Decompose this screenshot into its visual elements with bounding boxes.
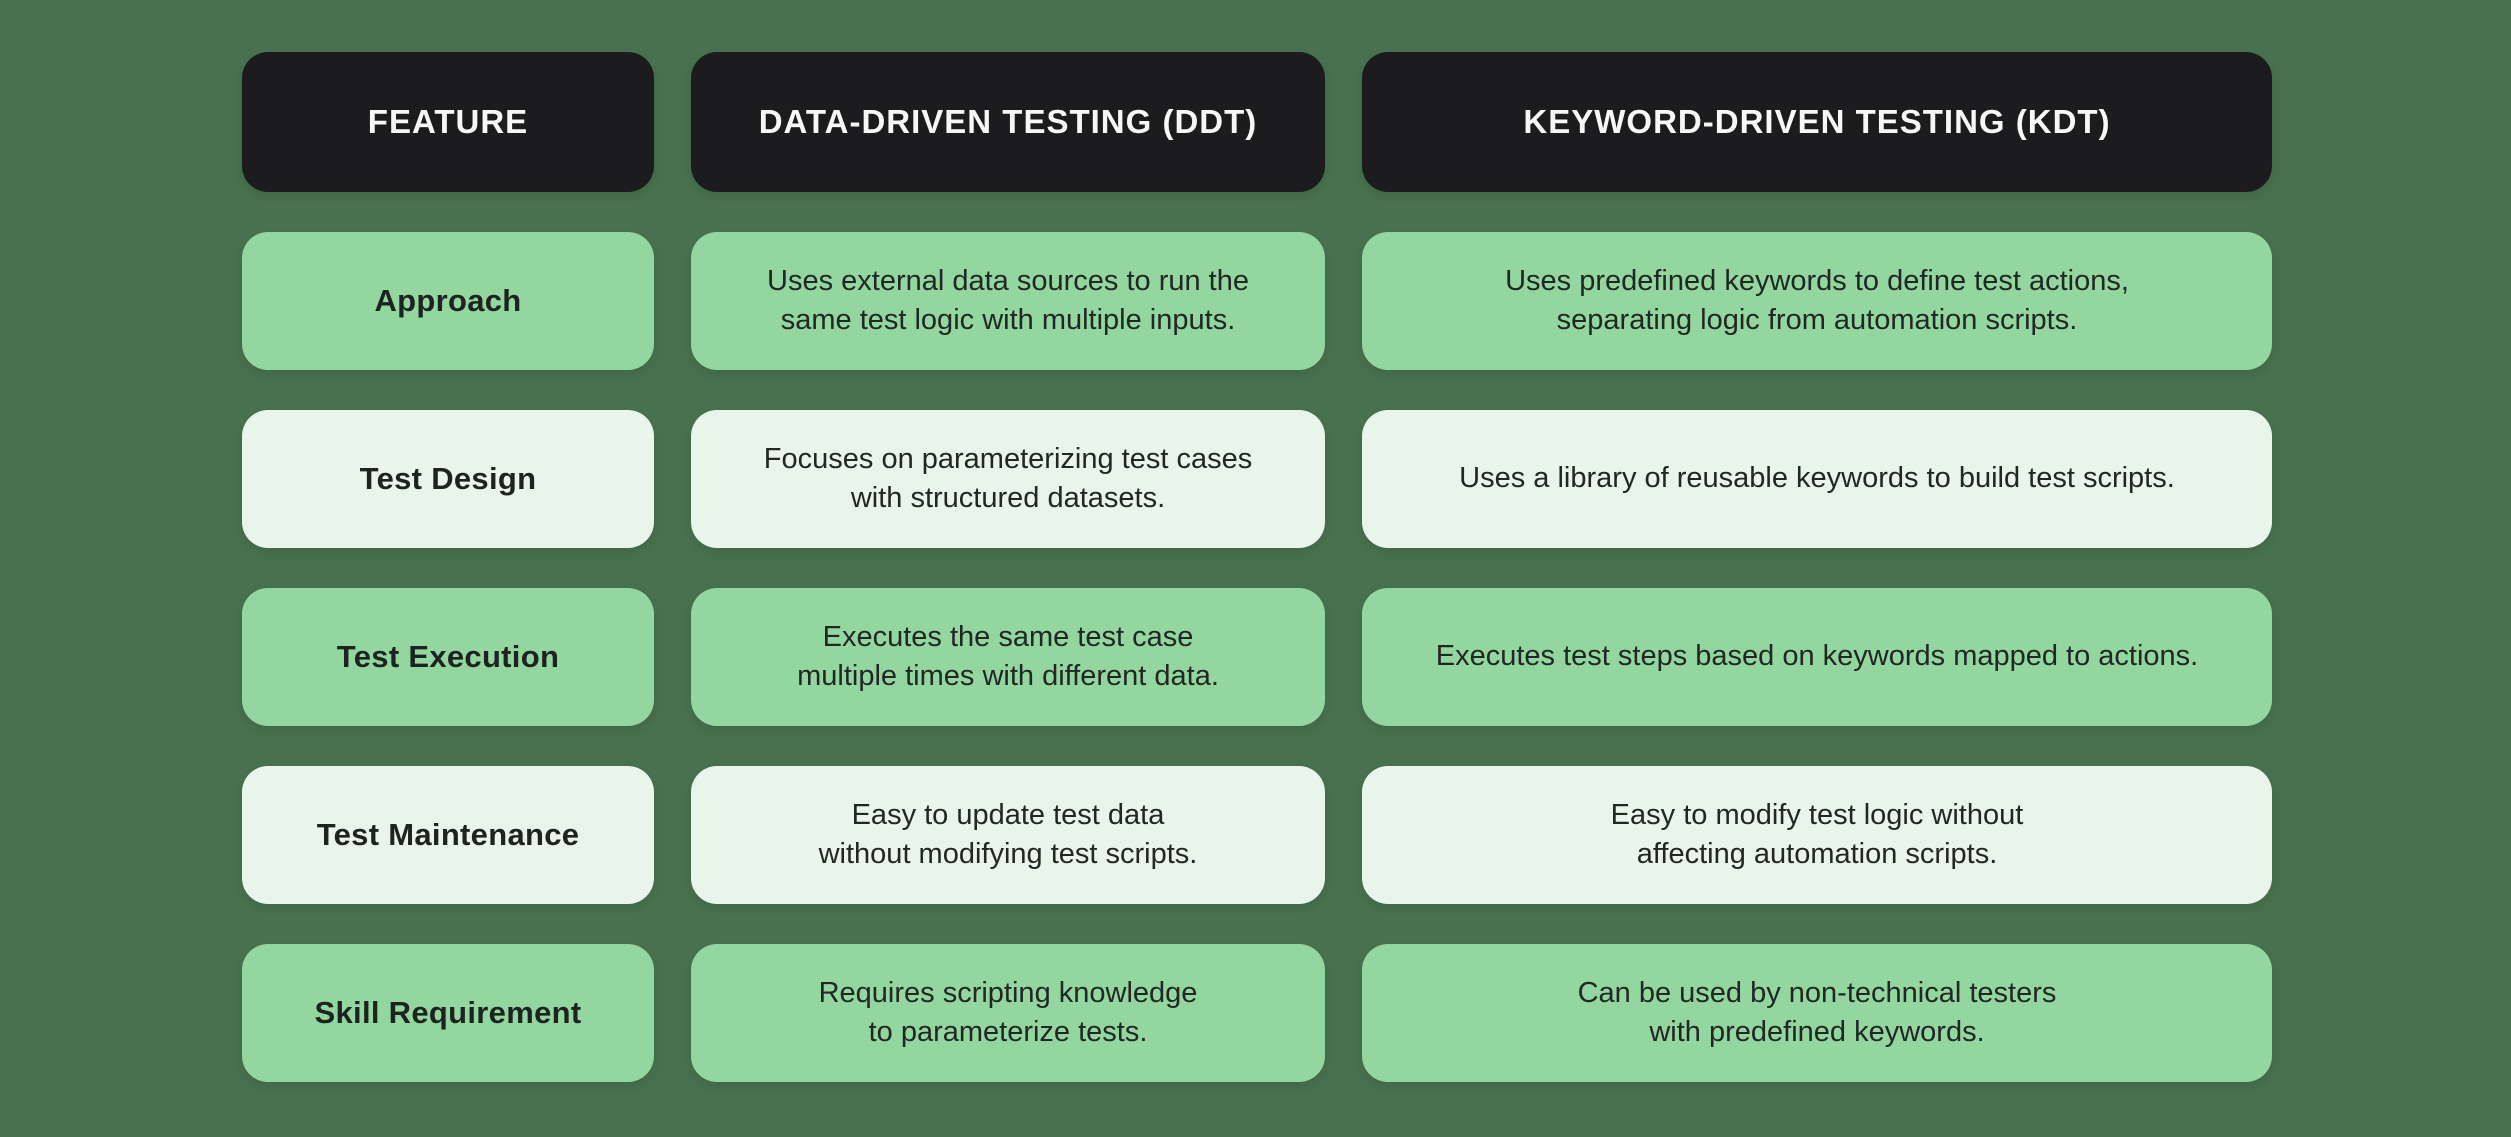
kdt-cell-test-execution: Executes test steps based on keywords ma…	[1362, 588, 2272, 726]
column-header-label: KEYWORD-DRIVEN TESTING (KDT)	[1523, 103, 2111, 140]
ddt-cell-skill-requirement: Requires scripting knowledge to paramete…	[691, 944, 1325, 1082]
kdt-cell-test-maintenance: Easy to modify test logic without affect…	[1362, 766, 2272, 904]
kdt-description: Uses a library of reusable keywords to b…	[1459, 462, 2175, 495]
kdt-cell-approach: Uses predefined keywords to define test …	[1362, 232, 2272, 370]
feature-label: Approach	[374, 283, 522, 318]
ddt-cell-test-design: Focuses on parameterizing test cases wit…	[691, 410, 1325, 548]
ddt-description: Requires scripting knowledge to paramete…	[818, 976, 1198, 1048]
feature-cell-approach: Approach	[242, 232, 654, 370]
kdt-cell-skill-requirement: Can be used by non-technical testers wit…	[1362, 944, 2272, 1082]
feature-cell-test-execution: Test Execution	[242, 588, 654, 726]
kdt-description: Can be used by non-technical testers wit…	[1577, 976, 2057, 1048]
column-header-label: DATA-DRIVEN TESTING (DDT)	[758, 103, 1258, 140]
ddt-cell-test-execution: Executes the same test case multiple tim…	[691, 588, 1325, 726]
feature-cell-test-design: Test Design	[242, 410, 654, 548]
column-header-label: FEATURE	[367, 103, 529, 140]
ddt-cell-test-maintenance: Easy to update test data without modifyi…	[691, 766, 1325, 904]
ddt-cell-approach: Uses external data sources to run the sa…	[691, 232, 1325, 370]
feature-label: Test Maintenance	[316, 817, 580, 852]
ddt-description: Uses external data sources to run the sa…	[767, 264, 1249, 336]
kdt-cell-test-design: Uses a library of reusable keywords to b…	[1362, 410, 2272, 548]
column-header-ddt: DATA-DRIVEN TESTING (DDT)	[691, 52, 1325, 192]
feature-label: Skill Requirement	[314, 995, 582, 1030]
comparison-table: FEATURE DATA-DRIVEN TESTING (DDT) KEYWOR…	[242, 52, 2272, 1082]
column-header-kdt: KEYWORD-DRIVEN TESTING (KDT)	[1362, 52, 2272, 192]
feature-label: Test Design	[359, 461, 537, 496]
ddt-description: Focuses on parameterizing test cases wit…	[763, 442, 1253, 514]
ddt-description: Executes the same test case multiple tim…	[797, 620, 1219, 692]
kdt-description: Uses predefined keywords to define test …	[1505, 264, 2129, 336]
feature-cell-skill-requirement: Skill Requirement	[242, 944, 654, 1082]
kdt-description: Easy to modify test logic without affect…	[1610, 798, 2024, 870]
feature-label: Test Execution	[336, 639, 560, 674]
feature-cell-test-maintenance: Test Maintenance	[242, 766, 654, 904]
column-header-feature: FEATURE	[242, 52, 654, 192]
ddt-description: Easy to update test data without modifyi…	[818, 798, 1198, 870]
kdt-description: Executes test steps based on keywords ma…	[1435, 640, 2199, 673]
